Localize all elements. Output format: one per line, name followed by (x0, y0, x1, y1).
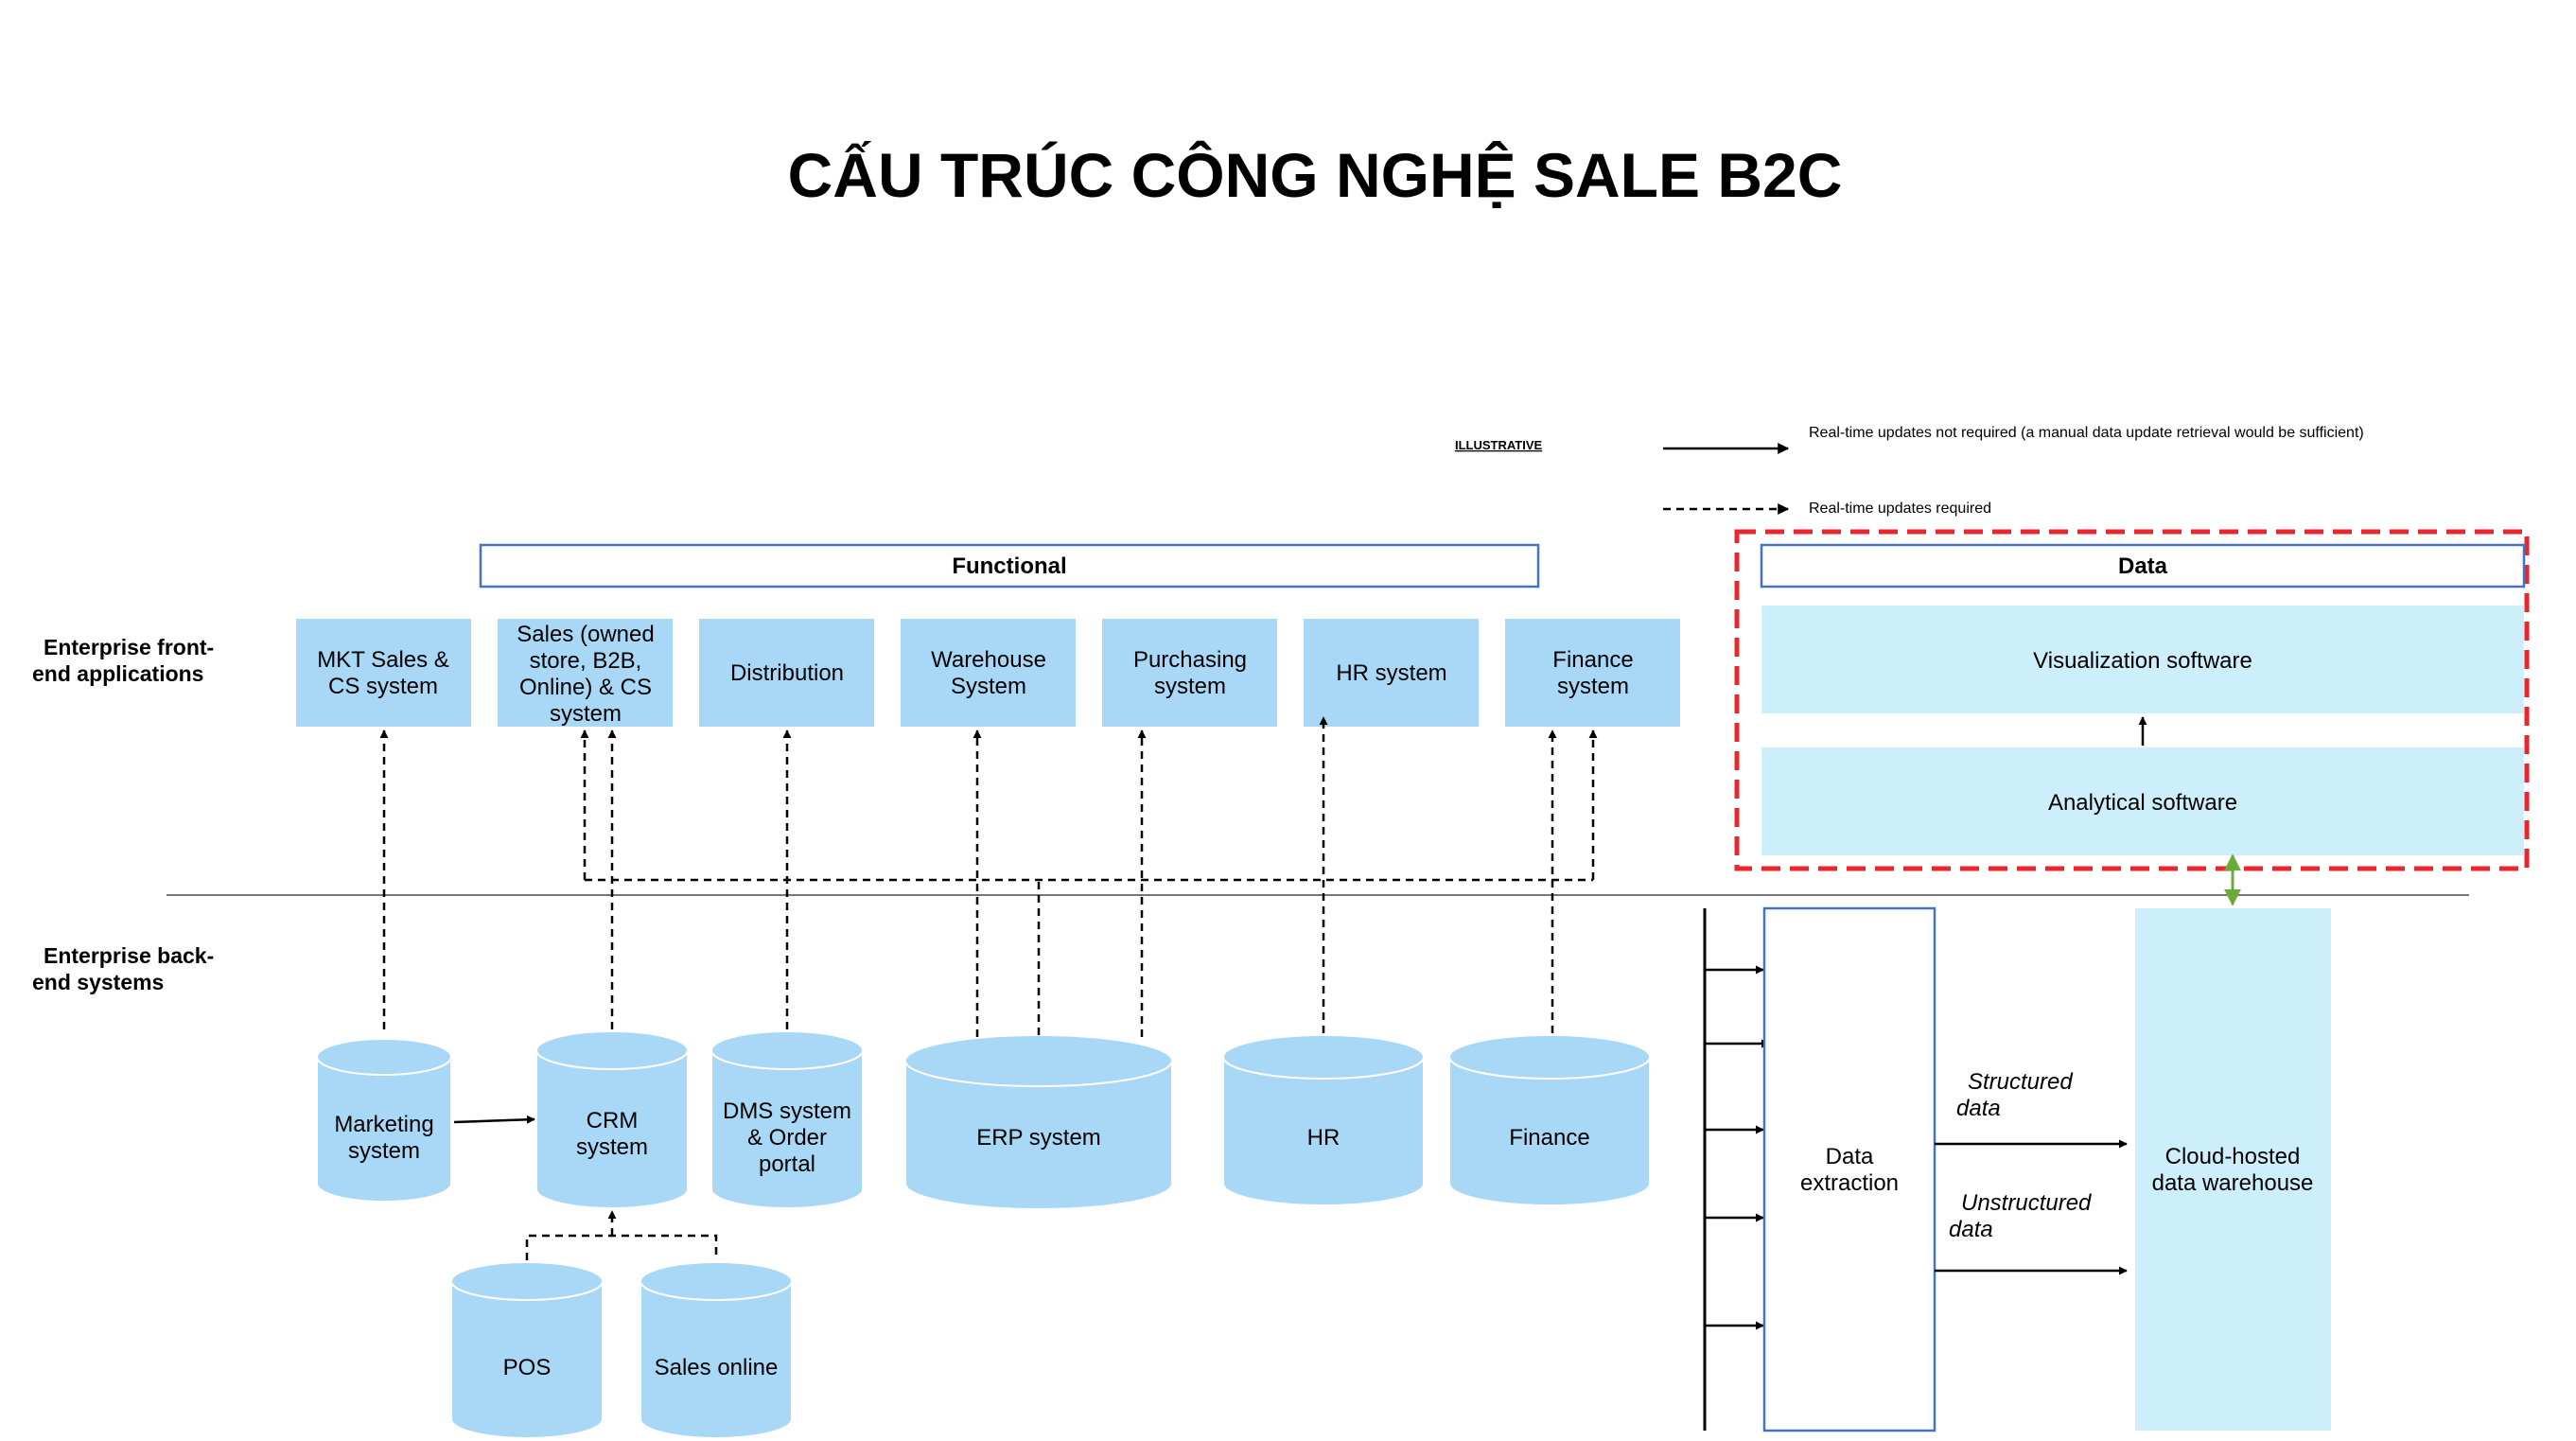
svg-text:Visualization software: Visualization software (2033, 648, 2252, 674)
db-erp: ERP system (904, 1034, 1173, 1210)
illustrative-tag: ILLUSTRATIVE (1455, 438, 1543, 452)
db-hr: HR (1222, 1034, 1425, 1206)
svg-text:Finance: Finance (1509, 1125, 1589, 1151)
data-highlight-border (1734, 529, 2530, 871)
data-section-label: Data (2118, 554, 2168, 579)
back-end-row-label: Enterprise back- end systems (32, 943, 220, 994)
svg-text:MKT Sales &CS system: MKT Sales &CS system (317, 647, 449, 699)
svg-text:POS: POS (503, 1355, 552, 1380)
legend-solid-label: Real-time updates not required (a manual… (1809, 425, 2364, 441)
svg-text:HR: HR (1307, 1125, 1341, 1151)
source-input-arrows (1705, 965, 1770, 1330)
functional-section-label: Functional (952, 554, 1066, 579)
svg-text:Sales online: Sales online (655, 1355, 779, 1380)
front-app-distribution: Distribution (699, 619, 874, 727)
db-finance: Finance (1448, 1034, 1651, 1206)
visualization-software: Visualization software (1761, 606, 2524, 713)
functional-section-header (479, 543, 1540, 589)
front-app-hr-system: HR system (1304, 619, 1479, 727)
front-end-row-label: Enterprise front- end applications (32, 635, 220, 686)
svg-text:Analytical software: Analytical software (2048, 790, 2237, 816)
data-section-header (1760, 543, 2526, 589)
page-title: CẤU TRÚC CÔNG NGHỆ SALE B2C (788, 140, 1843, 210)
realtime-connectors (379, 716, 1598, 1260)
db-pos: POS (450, 1261, 604, 1439)
marketing-to-crm-arrow (453, 1115, 535, 1124)
svg-text:ERP system: ERP system (976, 1125, 1101, 1151)
svg-text:HR system: HR system (1336, 660, 1446, 686)
pos-to-crm-connector (525, 1234, 718, 1260)
db-sales-online: Sales online (640, 1261, 793, 1439)
front-app-mkt: MKT Sales &CS system (296, 619, 471, 727)
legend-dashed-label: Real-time updates required (1809, 501, 1991, 517)
svg-text:Distribution: Distribution (730, 660, 844, 686)
analytical-software: Analytical software (1761, 747, 2524, 855)
